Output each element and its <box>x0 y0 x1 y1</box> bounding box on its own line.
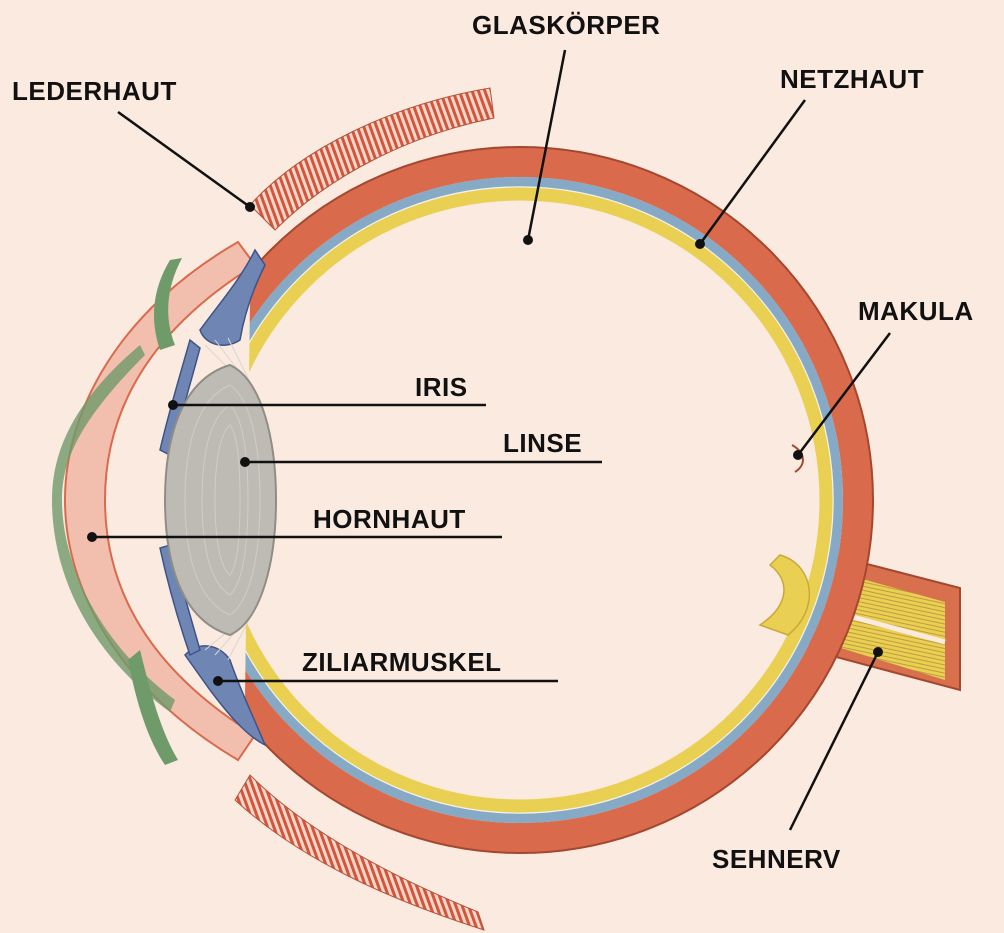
dot-glaskoerper <box>523 235 533 245</box>
leader-netzhaut <box>700 100 805 244</box>
label-linse: LINSE <box>503 430 582 456</box>
label-glaskoerper: GLASKÖRPER <box>472 12 660 38</box>
dot-linse <box>240 457 250 467</box>
label-sehnerv: SEHNERV <box>712 846 841 872</box>
label-ziliarmuskel: ZILIARMUSKEL <box>302 649 502 675</box>
label-makula: MAKULA <box>858 298 974 324</box>
dot-hornhaut <box>87 532 97 542</box>
dot-lederhaut <box>245 202 255 212</box>
label-lederhaut: LEDERHAUT <box>12 78 177 104</box>
label-iris: IRIS <box>415 374 468 400</box>
label-hornhaut: HORNHAUT <box>313 506 466 532</box>
label-netzhaut: NETZHAUT <box>780 66 924 92</box>
dot-sehnerv <box>873 647 883 657</box>
dot-ziliarmuskel <box>213 676 223 686</box>
retina-layer <box>214 194 826 806</box>
dot-netzhaut <box>695 239 705 249</box>
leader-lederhaut <box>118 112 250 207</box>
dot-iris <box>168 400 178 410</box>
dot-makula <box>793 450 803 460</box>
